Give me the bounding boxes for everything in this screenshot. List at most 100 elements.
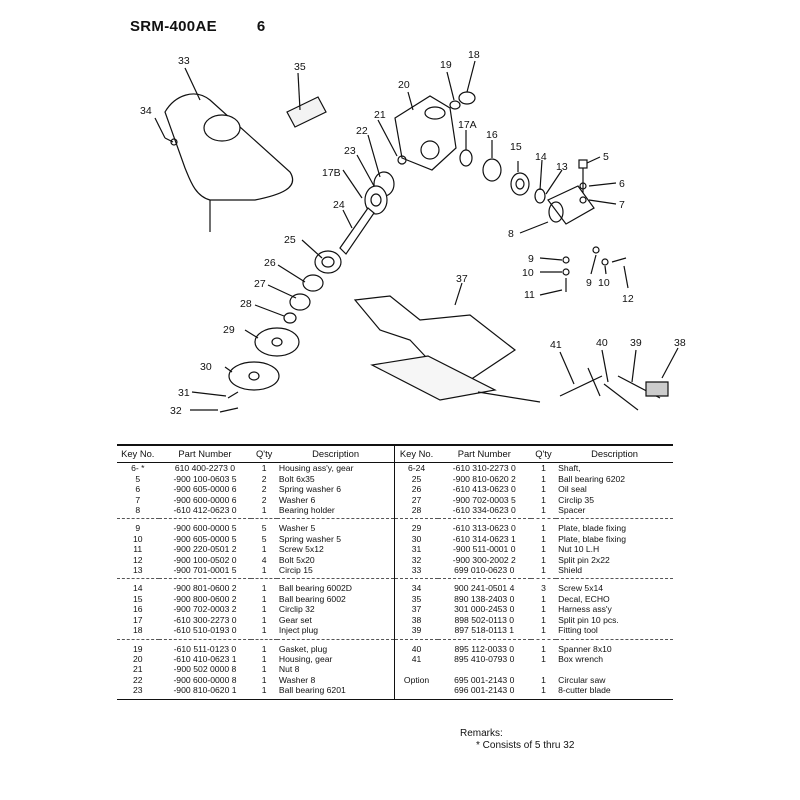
qty-cell: 1 <box>261 614 267 625</box>
part-number-cell: -900 810-0620 1 <box>158 685 252 700</box>
key-no-cell: 6- * <box>131 463 145 474</box>
part-number-cell: -900 511-0001 0 <box>453 544 516 555</box>
part-number-cell: -900 701-0001 5 <box>158 565 252 580</box>
description-cell: Oil seal <box>558 484 587 495</box>
col-description: Description <box>276 444 395 464</box>
remarks-note: * Consists of 5 thru 32 <box>476 740 575 751</box>
key-no-cell <box>394 664 438 675</box>
part-number-cell: -900 300-2002 2 <box>452 554 516 565</box>
qty-cell: 1 <box>530 505 557 520</box>
callout-label: 41 <box>550 339 562 351</box>
callout-label: 26 <box>264 257 276 269</box>
description-cell: Nut 8 <box>278 664 300 675</box>
callout-label: 33 <box>178 55 190 67</box>
part-number-cell: -900 801-0600 2 <box>173 583 237 594</box>
description-cell: Washer 6 <box>278 494 316 505</box>
callout-label: 13 <box>556 161 568 173</box>
qty-cell: 1 <box>541 674 546 685</box>
qty-cell: 1 <box>251 625 277 640</box>
callout-label: 35 <box>294 61 306 73</box>
part-number-cell: -900 600-0000 5 <box>173 523 237 534</box>
callout-label: 29 <box>223 324 235 336</box>
key-no-cell: 33 <box>394 565 438 580</box>
harness-part <box>353 295 517 381</box>
key-no-cell: 5 <box>135 473 141 484</box>
callout-label: 12 <box>622 293 634 305</box>
qty-cell: 1 <box>541 643 546 654</box>
callout-label: 8 <box>508 228 514 240</box>
key-no-cell: 26 <box>394 484 438 495</box>
qty-cell: 2 <box>261 473 267 484</box>
key-no-cell: 6 <box>135 484 141 495</box>
key-no-cell: 6-24 <box>394 462 438 474</box>
key-no-cell: 38 <box>394 614 438 626</box>
description-cell: Circlip 32 <box>278 604 315 615</box>
description-cell: Bolt 5x20 <box>278 554 315 565</box>
part-number-cell: 897 518-0113 1 <box>437 625 531 640</box>
part-number-cell: 699 010-0623 0 <box>437 565 531 580</box>
key-no-cell: 12 <box>132 554 143 565</box>
callout-label: 20 <box>398 79 410 91</box>
qty-cell: 1 <box>541 533 546 544</box>
qty-cell: 1 <box>261 593 267 604</box>
callout-labels: 33 35 34 18 19 20 21 22 17A 16 15 14 13 … <box>140 49 686 417</box>
part-number-cell: -900 600-0000 8 <box>173 674 237 685</box>
qty-cell: 1 <box>541 604 546 615</box>
key-no-cell: 34 <box>394 578 438 594</box>
callout-label: 17A <box>458 119 477 131</box>
description-cell: Fitting tool <box>556 625 673 640</box>
description-cell: Harness ass'y <box>558 604 612 615</box>
callout-label: 10 <box>522 267 534 279</box>
parts-list-table: Key No. Part Number Q'ty Description Key… <box>117 444 673 700</box>
description-cell: 8-cutter blade <box>556 685 673 700</box>
callout-label: 7 <box>619 199 625 211</box>
callout-label: 39 <box>630 337 642 349</box>
key-no-cell: 39 <box>394 625 438 640</box>
qty-cell: 1 <box>261 664 267 675</box>
part-number-cell: -610 334-0623 0 <box>437 505 531 520</box>
description-cell: Inject plug <box>276 625 395 640</box>
bearing-holder-part <box>547 185 595 225</box>
col-qty: Q'ty <box>251 444 277 464</box>
key-no-cell: 17 <box>132 614 143 625</box>
callout-label: 5 <box>603 151 609 163</box>
key-no-cell: 9 <box>135 523 141 534</box>
key-no-cell: 7 <box>135 494 141 505</box>
spanner-part <box>603 383 639 411</box>
key-no-cell: 21 <box>132 664 143 675</box>
description-cell: Ball bearing 6002D <box>278 583 352 594</box>
key-no-cell: 16 <box>132 604 143 615</box>
part-number-cell: 898 502-0113 0 <box>454 614 515 625</box>
qty-cell: 1 <box>541 473 546 484</box>
part-number-cell <box>438 664 531 674</box>
qty-cell: 1 <box>251 685 277 700</box>
table-row: 21 -900 502 0000 8 1 Nut 8 <box>117 664 673 675</box>
key-no-cell: 13 <box>117 565 159 580</box>
callout-label: 34 <box>140 105 152 117</box>
description-cell: Bearing holder <box>276 505 395 520</box>
callout-label: 40 <box>596 337 608 349</box>
qty-cell: 1 <box>541 614 546 625</box>
col-part-number: Part Number <box>437 444 531 464</box>
part-number-cell: -610 511-0123 0 <box>173 643 237 654</box>
shield-part <box>164 93 294 201</box>
callout-label: 15 <box>510 141 522 153</box>
key-no-cell: 41 <box>394 653 438 665</box>
description-cell: Screw 5x12 <box>278 544 324 555</box>
callout-label: 17B <box>322 167 341 179</box>
part-number-cell: -900 502 0000 8 <box>173 664 237 675</box>
callout-label: 18 <box>468 49 480 61</box>
part-number-cell: -610 313-0623 0 <box>452 523 516 534</box>
callout-label: 21 <box>374 109 386 121</box>
